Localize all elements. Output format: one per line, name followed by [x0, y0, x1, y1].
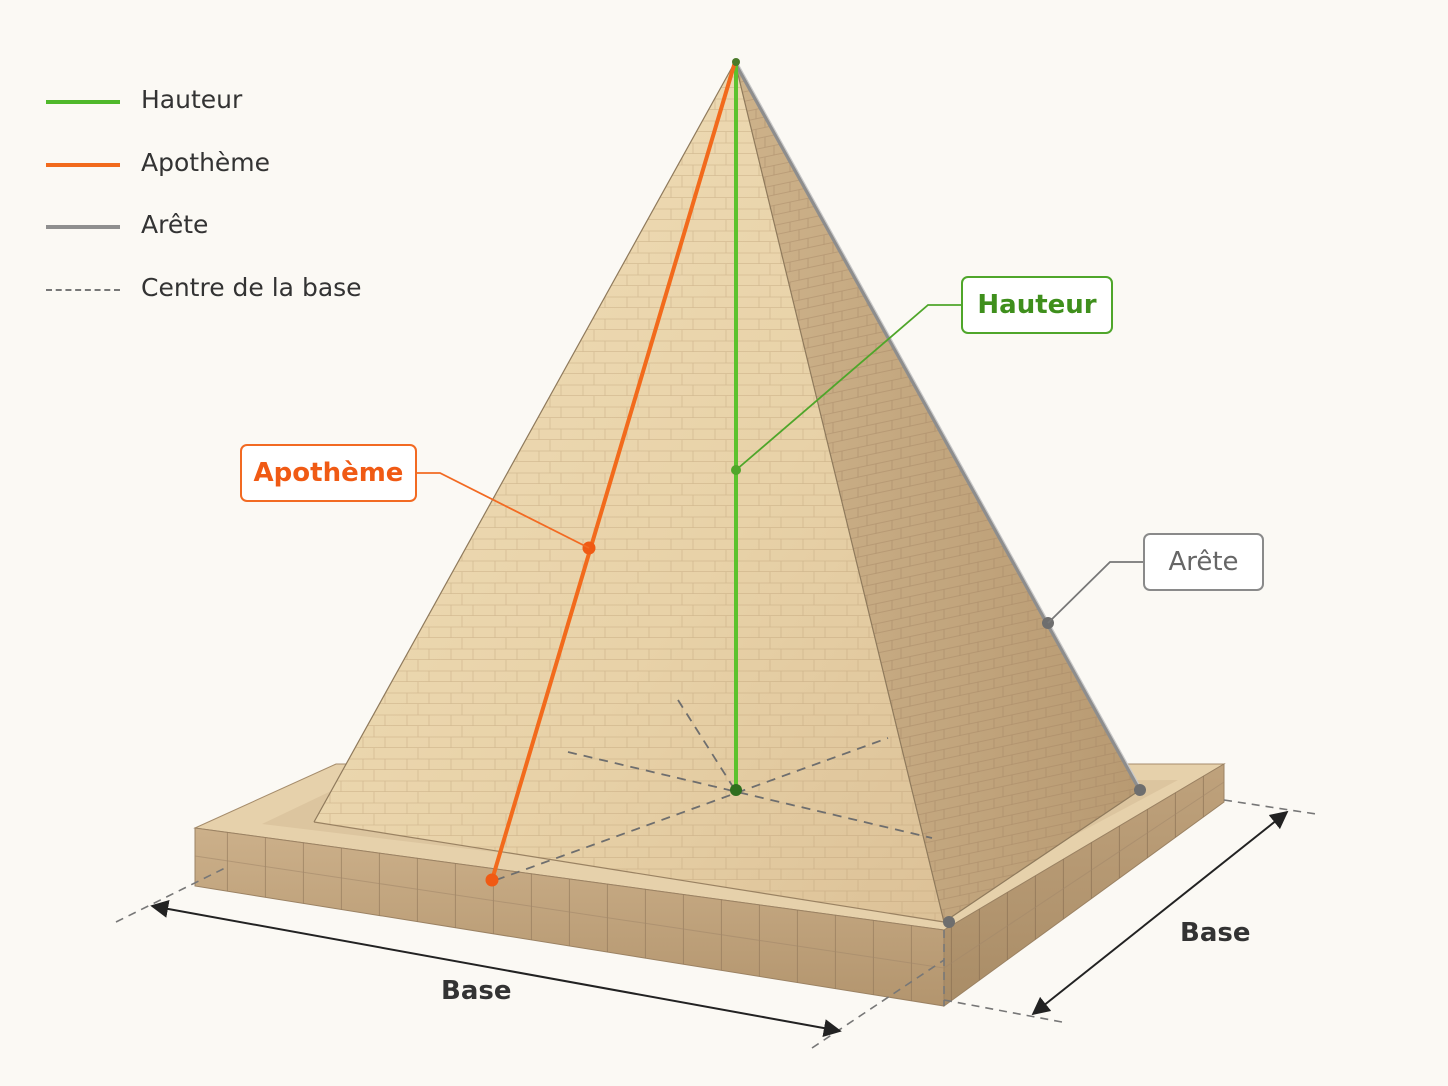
base-diagonal-1 [495, 737, 889, 881]
arete-callout: Arête [1143, 533, 1264, 591]
legend-swatch-hauteur [46, 100, 120, 104]
corner-right [1134, 784, 1146, 796]
legend-item-hauteur: Hauteur [46, 78, 362, 141]
legend-item-apotheme: Apothème [46, 141, 362, 204]
pyramid [313, 60, 1141, 923]
legend-swatch-apotheme [46, 162, 120, 167]
base-side-arrow [1031, 810, 1289, 1016]
base-diagonal-2 [567, 751, 933, 839]
base-front-arrow [150, 900, 842, 1037]
apotheme-foot [485, 873, 499, 887]
base-front-label: Base [441, 976, 512, 1006]
arete-line [733, 61, 1142, 791]
dimension-extensions [115, 799, 1317, 1049]
hauteur-callout: Hauteur [961, 276, 1113, 334]
base-center-lines [495, 699, 933, 881]
legend-label-apotheme: Apothème [141, 147, 271, 177]
base-side-label: Base [1180, 918, 1251, 948]
legend-label-hauteur: Hauteur [141, 85, 243, 114]
hauteur-leader [735, 304, 961, 471]
legend-label-arete: Arête [141, 210, 209, 239]
apex-point [732, 58, 740, 66]
apotheme-callout: Apothème [240, 444, 417, 502]
corner-front [943, 916, 955, 928]
apotheme-line [490, 61, 737, 881]
legend: Hauteur Apothème Arête Centre de la base [46, 78, 362, 328]
apotheme-leader [417, 472, 590, 549]
legend-swatch-arete [46, 225, 120, 229]
base-center-point [730, 784, 742, 796]
legend-item-arete: Arête [46, 203, 362, 266]
arete-leader [1047, 561, 1143, 624]
legend-swatch-centre [46, 288, 120, 291]
legend-label-centre: Centre de la base [141, 272, 362, 302]
legend-item-centre: Centre de la base [46, 266, 362, 329]
base-centerline [677, 699, 736, 791]
